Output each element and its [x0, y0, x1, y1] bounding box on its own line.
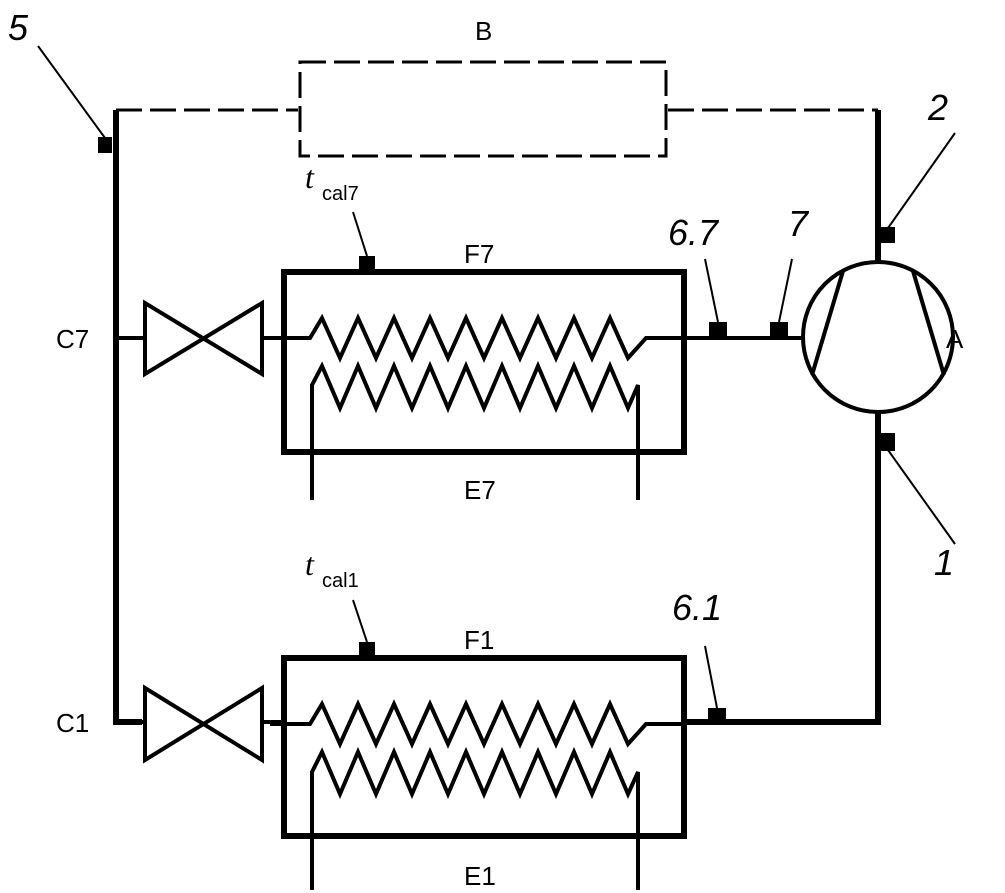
label-point-7: 7 — [788, 203, 810, 244]
valve-bowtie — [143, 684, 264, 764]
point-5-marker — [98, 137, 112, 153]
label-F7: F7 — [464, 239, 494, 269]
label-tcal1-sub: cal1 — [322, 570, 359, 592]
sensor-tcal1-leader — [352, 599, 368, 643]
sensor-tcal7-leader — [352, 211, 368, 257]
refrigerant-coil — [270, 313, 684, 363]
expansion-valve-C1 — [143, 684, 264, 764]
hx-box — [281, 655, 687, 839]
heating-coil — [310, 746, 640, 890]
heating-coil — [310, 360, 640, 500]
compressor-circle — [801, 260, 955, 414]
compressor-A — [801, 260, 955, 414]
point-6-7-leader — [704, 258, 719, 323]
refrigerant-coil — [270, 699, 684, 749]
sensor-tcal1 — [359, 642, 375, 658]
label-E7: E7 — [464, 475, 496, 505]
label-point-2: 2 — [927, 87, 948, 128]
point-5-leader — [37, 45, 106, 139]
left-main-pipe — [113, 110, 142, 725]
point-6-7-marker — [709, 322, 727, 336]
valve-bowtie — [143, 299, 264, 378]
label-point-5: 5 — [8, 7, 29, 48]
label-B: B — [475, 16, 492, 46]
label-C7: C7 — [56, 324, 89, 354]
point-7-marker — [770, 322, 788, 336]
hx-box — [281, 269, 687, 455]
label-tcal7-sub: cal7 — [322, 183, 359, 205]
point-2-marker — [881, 227, 895, 243]
label-E1: E1 — [464, 861, 496, 891]
point-6-1-marker — [708, 708, 726, 722]
point-1-leader — [887, 449, 956, 545]
label-A: A — [946, 324, 964, 354]
label-C1: C1 — [56, 708, 89, 738]
suction-pipe — [686, 412, 881, 725]
compressor-inner-line-right — [911, 270, 946, 376]
sensor-tcal7 — [359, 256, 375, 272]
label-point-6-1: 6.1 — [672, 587, 722, 628]
label-tcal1-main: t — [305, 546, 315, 582]
heat-exchanger-F1 — [270, 599, 687, 890]
point-6-1-leader — [704, 645, 718, 709]
expansion-valve-C7 — [143, 299, 264, 378]
point-2-leader — [887, 132, 956, 229]
label-F1: F1 — [464, 625, 494, 655]
compressor-inner-line-left — [810, 270, 845, 376]
label-point-6-7: 6.7 — [668, 212, 720, 253]
label-point-1: 1 — [934, 542, 954, 583]
label-tcal7-main: t — [305, 159, 315, 195]
heat-exchanger-F7 — [270, 211, 687, 500]
bypass-box-B — [298, 60, 668, 158]
point-1-marker — [881, 433, 895, 451]
point-7-leader — [778, 258, 793, 323]
